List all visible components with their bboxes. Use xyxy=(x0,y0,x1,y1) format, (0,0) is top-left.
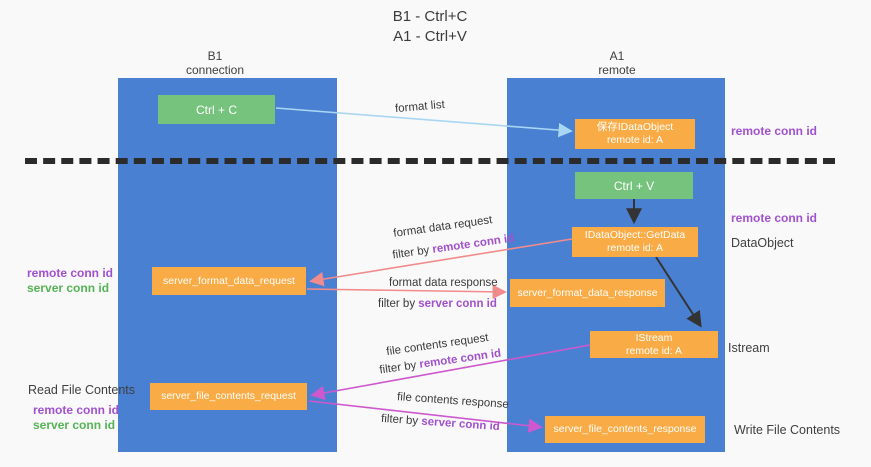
diagram-title: B1 - Ctrl+C A1 - Ctrl+V xyxy=(350,7,510,47)
title-line-2: A1 - Ctrl+V xyxy=(393,28,467,45)
format-data-request-arrow xyxy=(309,238,573,287)
left-remote-conn-id-label-1: remote conn id xyxy=(27,266,114,280)
server-file-contents-request-box: server_file_contents_request xyxy=(150,383,307,410)
lane-a1-title: A1 xyxy=(609,49,625,63)
save-idataobject-box: 保存IDataObject remote id: A xyxy=(575,119,695,149)
filter-by-prefix: filter by xyxy=(378,298,419,310)
format-data-response-filter-label: filter by server conn id xyxy=(378,298,497,310)
istream-line2: remote id: A xyxy=(625,344,683,357)
file-contents-request-arrow xyxy=(310,344,591,401)
format-data-response-label: format data response xyxy=(389,277,498,289)
lane-header-a1: A1 remote xyxy=(557,49,677,77)
read-file-contents-label: Read File Contents xyxy=(28,383,136,397)
server-format-data-response-label: server_format_data_response xyxy=(517,286,658,299)
getdata-line2: remote id: A xyxy=(606,242,664,254)
ctrl-v-box: Ctrl + V xyxy=(575,172,693,199)
save-idataobject-line1: 保存IDataObject xyxy=(596,121,674,133)
lane-b1-title: B1 xyxy=(207,49,223,63)
lane-header-b1: B1 connection xyxy=(155,49,275,77)
left-remote-conn-id-label-2: remote conn id xyxy=(33,403,120,417)
getdata-line1: IDataObject::GetData xyxy=(584,229,686,241)
server-conn-id-text: server conn id xyxy=(418,298,497,310)
server-file-contents-response-label: server_file_contents_response xyxy=(553,423,697,435)
server-format-data-response-box: server_format_data_response xyxy=(510,279,665,307)
ctrl-c-box: Ctrl + C xyxy=(158,95,275,124)
save-idataobject-line2: remote id: A xyxy=(606,134,664,146)
right-remote-conn-id-label-2: remote conn id xyxy=(731,211,818,225)
right-remote-conn-id-label-1: remote conn id xyxy=(731,124,818,138)
format-data-response-arrow xyxy=(306,284,507,300)
write-file-contents-label: Write File Contents xyxy=(734,423,841,437)
session-divider-dashed-line xyxy=(25,158,835,164)
server-format-data-request-box: server_format_data_request xyxy=(152,267,306,295)
left-server-conn-id-label-1: server conn id xyxy=(27,281,110,295)
ctrl-c-label: Ctrl + C xyxy=(195,102,237,117)
file-contents-response-arrow xyxy=(308,400,543,433)
idataobject-getdata-box: IDataObject::GetData remote id: A xyxy=(572,227,698,257)
format-list-arrow xyxy=(275,107,573,138)
getdata-to-istream-arrow xyxy=(655,256,702,328)
title-line-1: B1 - Ctrl+C xyxy=(392,8,468,25)
left-server-conn-id-label-2: server conn id xyxy=(33,418,116,432)
server-format-data-request-label: server_format_data_request xyxy=(163,274,295,287)
dataobject-label: DataObject xyxy=(731,236,794,250)
server-file-contents-request-label: server_file_contents_request xyxy=(161,390,296,402)
istream-box: IStream remote id: A xyxy=(590,331,718,358)
ctrl-v-label: Ctrl + V xyxy=(613,178,655,193)
server-file-contents-response-box: server_file_contents_response xyxy=(545,416,705,443)
lane-a1-subtitle: remote xyxy=(598,63,636,77)
istream-line1: IStream xyxy=(635,331,673,344)
istream-side-label: Istream xyxy=(728,341,770,355)
lane-b1-subtitle: connection xyxy=(185,63,245,77)
